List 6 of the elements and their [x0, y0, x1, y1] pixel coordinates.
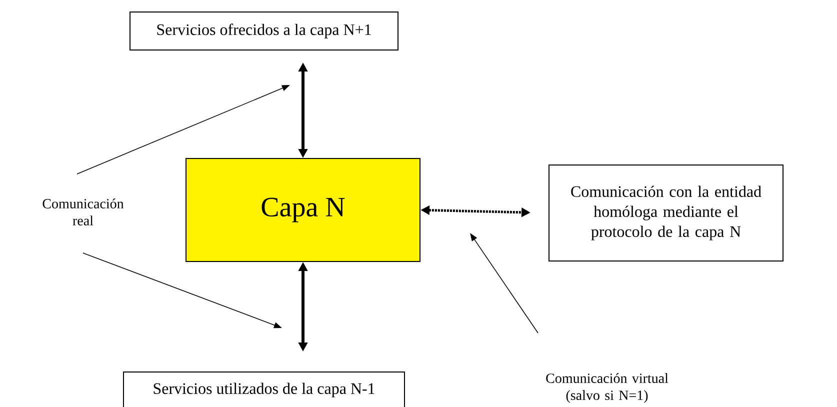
protocol-box: Comunicación con la entidad homóloga mediante el protocolo de la capa N [548, 164, 784, 262]
service-box: Servicios utilizados de la capa N-1 [123, 372, 405, 407]
caption-text: Comunicación virtual (salvo si N=1) [546, 373, 668, 403]
service-box: Servicios ofrecidos a la capa N+1 [130, 12, 398, 50]
layer-box: Capa N [186, 158, 420, 262]
caption-text: Comunicación real [42, 198, 124, 226]
